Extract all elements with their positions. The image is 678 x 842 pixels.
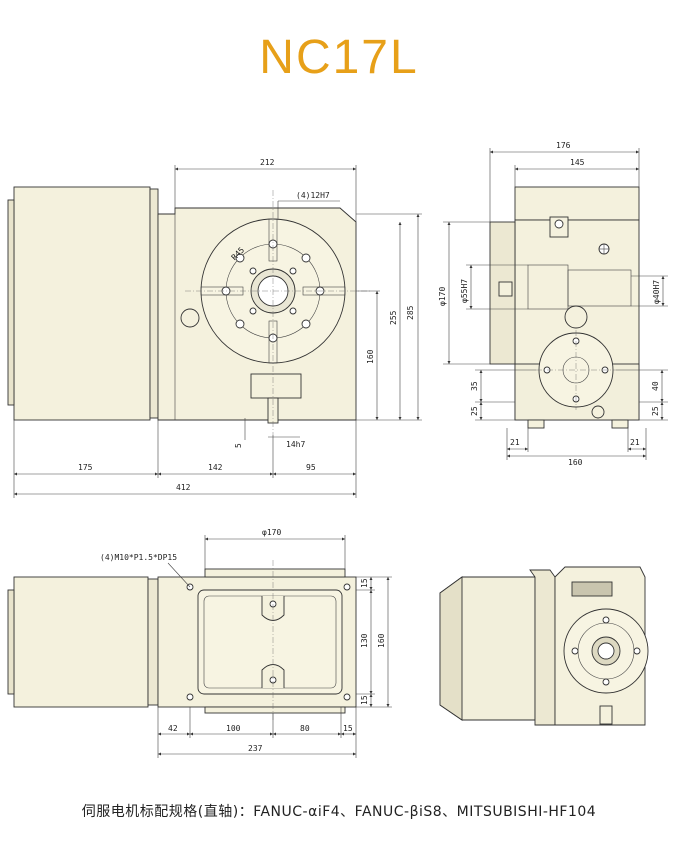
dim-15-bottom: 15 <box>360 695 369 705</box>
isometric-view <box>439 566 649 726</box>
dim-160-top: 160 <box>377 633 386 648</box>
front-motor-body <box>13 186 151 421</box>
dim-5: 5 <box>234 443 243 448</box>
dim-95: 95 <box>306 463 316 472</box>
dim-d55h7: φ55H7 <box>460 279 469 303</box>
dim-142: 142 <box>208 463 223 472</box>
dim-25-left: 25 <box>470 406 479 416</box>
dim-80: 80 <box>300 724 310 733</box>
dim-bolt-spec: (4)M10*P1.5*DP15 <box>100 553 177 562</box>
dim-176: 176 <box>556 141 571 150</box>
dim-212: 212 <box>260 158 275 167</box>
dim-15-top: 15 <box>360 578 369 588</box>
dim-145: 145 <box>570 158 585 167</box>
dim-160-side: 160 <box>568 458 583 467</box>
product-title: NC17L <box>259 31 419 84</box>
dim-d40h7: φ40H7 <box>652 280 661 304</box>
dim-d170-top: φ170 <box>262 528 281 537</box>
dim-175: 175 <box>78 463 93 472</box>
dim-d170: φ170 <box>438 287 447 306</box>
dim-21-right: 21 <box>630 438 640 447</box>
dim-35: 35 <box>470 381 479 391</box>
dim-255: 255 <box>389 310 398 325</box>
top-view: φ170 (4)M10*P1.5*DP15 15 130 160 15 42 1… <box>7 528 392 758</box>
side-view: 176 145 φ170 φ55H7 φ40H7 35 25 40 25 21 … <box>438 141 668 467</box>
dim-25-right: 25 <box>651 406 660 416</box>
front-view: 212 (4)12H7 R45 285 255 160 5 14h7 175 1… <box>7 158 422 498</box>
dim-40: 40 <box>651 381 660 391</box>
dim-130: 130 <box>360 633 369 648</box>
faceplate-bolt-holes <box>221 239 325 343</box>
dim-14h7: 14h7 <box>286 440 305 449</box>
dim-412: 412 <box>176 483 191 492</box>
dim-237: 237 <box>248 744 263 753</box>
dim-42: 42 <box>168 724 178 733</box>
dim-21-left: 21 <box>510 438 520 447</box>
dim-160: 160 <box>366 349 375 364</box>
dim-15-right: 15 <box>343 724 353 733</box>
motor-spec-note: 伺服电机标配规格(直轴)：FANUC-αiF4、FANUC-βiS8、MITSU… <box>81 804 597 820</box>
dim-285: 285 <box>406 305 415 320</box>
top-motor-body <box>13 576 149 708</box>
dim-100: 100 <box>226 724 241 733</box>
dim-4-12h7: (4)12H7 <box>296 191 330 200</box>
